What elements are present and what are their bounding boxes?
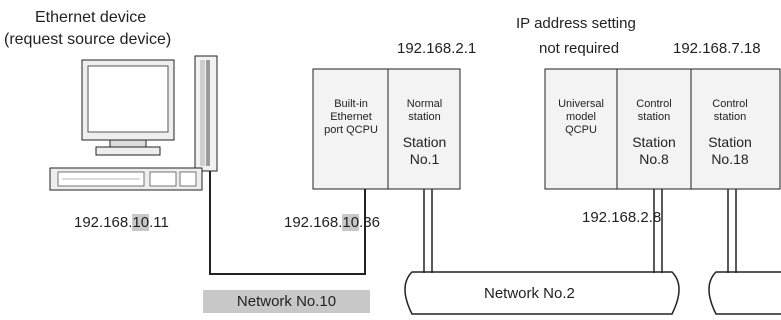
cpu1-ip-top: 192.168.2.1 [397,40,477,57]
cpu1-module [312,68,461,190]
cpu2-module [544,68,781,190]
monitor-icon [81,59,175,156]
tower-icon [194,55,218,172]
network-extension-cable [708,189,781,315]
network2-cable [404,189,680,315]
device-title-line1: Ethernet device [35,9,147,26]
device-title-line2: (request source device) [4,31,172,48]
keyboard-icon [49,167,203,191]
cpu2-ip-bottom: 192.168.2.8 [582,209,662,226]
network10-label: Network No.10 [203,290,370,313]
network2-label: Network No.2 [484,285,575,302]
cpu1-ip-bottom: 192.168.10.36 [284,214,380,231]
device-ip-network: 10 [132,214,150,231]
cpu2-note-line1: IP address setting [516,15,636,32]
cpu1-ip-network: 10 [342,214,360,231]
device-ip: 192.168.10.11 [74,214,169,231]
network10-cable [209,171,366,275]
cpu2-note-line2: not required [539,40,620,57]
cpu2-ip-top: 192.168.7.18 [673,40,761,57]
